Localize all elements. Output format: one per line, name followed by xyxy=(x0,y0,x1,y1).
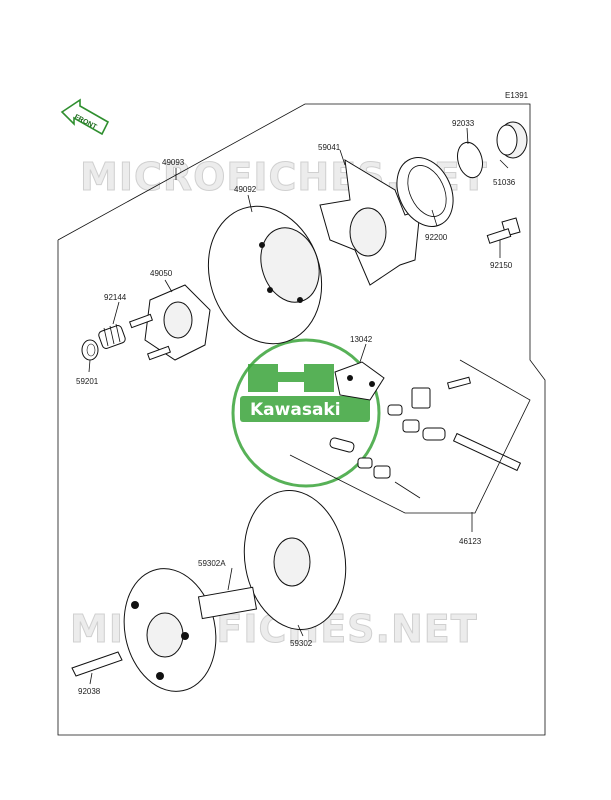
part-92033-snap-ring xyxy=(457,141,483,179)
label-59302A: 59302A xyxy=(198,559,226,568)
part-59041-spider xyxy=(319,159,421,286)
part-49092-bowl xyxy=(207,205,323,345)
part-92150-bolt xyxy=(486,217,521,244)
label-49050: 49050 xyxy=(150,269,173,278)
part-13042-weight-arm xyxy=(334,361,385,401)
label-92033: 92033 xyxy=(452,119,475,128)
part-49050-hub xyxy=(128,284,211,361)
assembly-frame xyxy=(57,103,546,736)
part-51036-cap xyxy=(496,121,528,159)
diagram-code: E1391 xyxy=(505,91,529,100)
part-92038-key xyxy=(71,651,123,677)
part-92144-spring xyxy=(98,323,126,349)
label-92200: 92200 xyxy=(425,233,448,242)
front-arrow-icon: FRONT xyxy=(60,98,110,136)
label-51036: 51036 xyxy=(493,178,516,187)
part-59201-washer xyxy=(81,339,99,361)
label-92144: 92144 xyxy=(104,293,127,302)
part-92200-ring xyxy=(396,157,454,227)
part-46123-roller-set xyxy=(289,359,531,514)
label-49093: 49093 xyxy=(162,158,185,167)
label-13042: 13042 xyxy=(350,335,373,344)
label-49092: 49092 xyxy=(234,185,257,194)
label-59041: 59041 xyxy=(318,143,341,152)
part-59302A-fixed-sheave xyxy=(123,568,258,692)
label-59201: 59201 xyxy=(76,377,99,386)
leader-lines xyxy=(88,127,509,685)
part-59302-sheave xyxy=(243,490,347,630)
label-46123: 46123 xyxy=(459,537,482,546)
kawasaki-logo: Kawasaki xyxy=(231,338,381,488)
logo-text: Kawasaki xyxy=(250,400,341,420)
label-59302: 59302 xyxy=(290,639,313,648)
label-92038: 92038 xyxy=(78,687,101,696)
label-92150: 92150 xyxy=(490,261,513,270)
